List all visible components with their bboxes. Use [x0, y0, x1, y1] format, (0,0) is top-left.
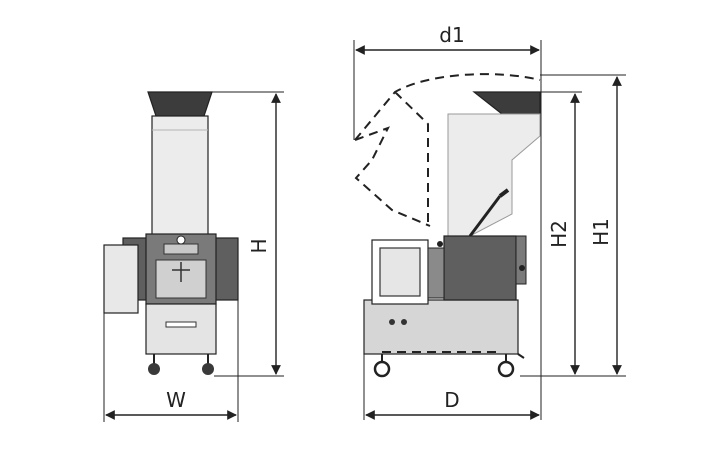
label-d1: d1	[439, 23, 464, 47]
side-view	[354, 73, 541, 378]
side-crusher-box	[443, 235, 517, 301]
front-caster-right	[202, 363, 214, 375]
side-caster-right	[497, 360, 515, 378]
front-view	[103, 91, 239, 375]
front-motor-right	[213, 237, 239, 301]
front-motor-cover	[103, 244, 139, 314]
label-w: W	[166, 388, 186, 412]
label-h2: H2	[547, 220, 571, 248]
front-caster-left	[148, 363, 160, 375]
label-d: D	[444, 388, 459, 412]
front-hopper-funnel	[147, 91, 213, 117]
label-h1: H1	[589, 218, 613, 246]
front-base-cabinet	[145, 303, 217, 355]
side-main-cabinet	[363, 299, 519, 355]
side-open-hopper-outline	[354, 73, 541, 227]
side-hopper-body	[447, 113, 541, 237]
side-hopper-funnel	[472, 91, 541, 115]
side-dimensions: d1 D H2 H1	[353, 23, 626, 420]
front-hopper-column	[151, 115, 209, 239]
label-h: H	[247, 238, 271, 253]
front-dimensions: H W	[103, 91, 284, 422]
side-caster-left	[373, 360, 391, 378]
